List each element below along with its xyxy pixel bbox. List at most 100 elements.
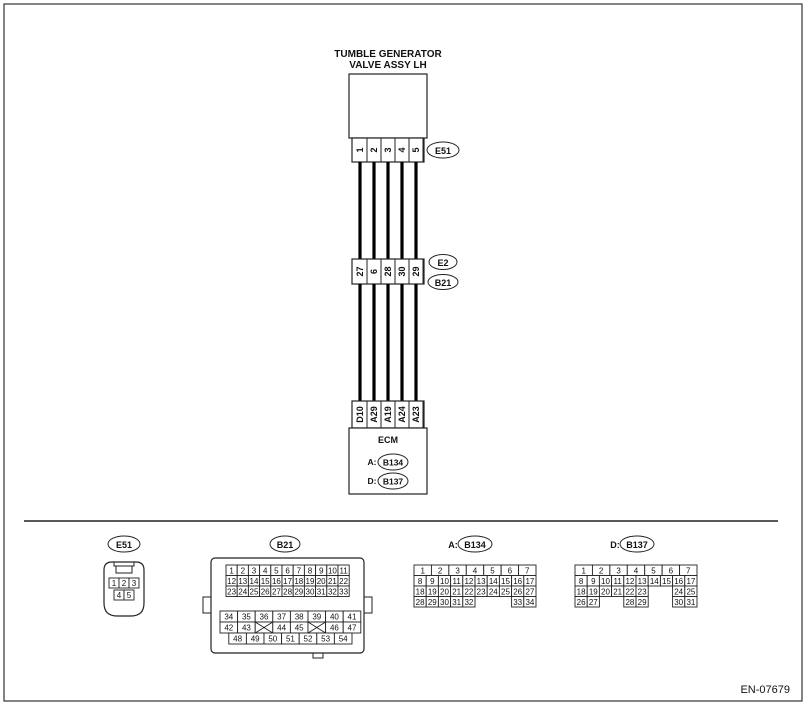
b137-pins-pin-4: 4 [634,566,639,575]
b21-pin-42: 42 [224,624,233,633]
b137-pins-pin-25: 25 [686,587,695,596]
b21-blank-x [254,621,274,634]
b134-callout-label: B134 [383,458,404,468]
b21-pin-36: 36 [260,613,269,622]
b137-pins-pin-3: 3 [616,566,621,575]
b134-pins-pin-11: 11 [453,577,462,586]
b21-cell [333,632,353,645]
b137-pins-pin-14: 14 [650,577,659,586]
b134-pins-cell [523,596,537,608]
b134-pins-pin-29: 29 [428,598,437,607]
e2-callout-label: E2 [437,258,448,268]
e51-latch-tab [115,565,133,574]
b137-pins-pin-31: 31 [686,598,695,607]
b134-pins-pin-24: 24 [489,587,498,596]
b137-pins-pin-28: 28 [625,598,634,607]
b137-pins-pin-22: 22 [625,587,634,596]
b134-pins-pin-3: 3 [455,566,460,575]
b134-pins-pin-9: 9 [430,577,435,586]
e51-pin-3: 3 [132,579,137,588]
ecm-pin-A19: A19 [383,406,393,423]
valve-title-line1: TUMBLE GENERATOR [334,49,442,60]
b21-pin-15: 15 [261,577,270,586]
b134-pins-pin-32: 32 [464,598,473,607]
mid-pin-28: 28 [383,266,393,276]
b137-pins-pin-23: 23 [638,587,647,596]
b134-pins-pin-22: 22 [464,587,473,596]
b21-callout [427,274,459,290]
b134-pins-pin-7: 7 [525,566,530,575]
b134-pins-pin-28: 28 [416,598,425,607]
b137-pins-pin-30: 30 [674,598,683,607]
b21-pin-31: 31 [317,587,326,596]
b134-pins-cell [462,596,476,608]
b134-face-callout [457,535,493,553]
e51-cell [123,589,135,601]
b21-pin-30: 30 [306,587,315,596]
b21-left-latch [202,596,212,614]
b21-pin-3: 3 [252,566,257,575]
b137-pins-pin-16: 16 [674,577,683,586]
valve-pin-4: 4 [397,147,407,152]
b21-pin-7: 7 [297,566,302,575]
b137-pins-pin-1: 1 [581,566,586,575]
ecm-conn-d-prefix: D: [368,476,377,486]
b21-blank-x [307,621,326,634]
b137-pins-cell [635,596,649,608]
b21-pin-25: 25 [250,587,259,596]
b137-pins-cell [684,596,698,608]
b134-pins-pin-23: 23 [477,587,486,596]
e51-pin-1: 1 [112,579,117,588]
b21-pin-33: 33 [339,587,348,596]
ecm-pin-D10: D10 [355,406,365,423]
b134-pins-pin-6: 6 [508,566,513,575]
b137-pins-pin-6: 6 [669,566,674,575]
b137-callout [377,472,409,490]
b21-pin-41: 41 [348,613,357,622]
valve-pin-1: 1 [355,147,365,152]
b21-pin-23: 23 [227,587,236,596]
b134-pins-pin-1: 1 [420,566,425,575]
b134-pins-pin-21: 21 [452,587,461,596]
b21-pin-46: 46 [330,624,339,633]
valve-pin-3: 3 [383,147,393,152]
mid-pin-30: 30 [397,266,407,276]
b137-face-callout [619,535,655,553]
e51-cell [128,577,140,589]
e51-pin-4: 4 [117,591,122,600]
ecm-pin-A29: A29 [369,406,379,423]
b21-pin-10: 10 [328,566,337,575]
e51-pin-5: 5 [127,591,132,600]
b134-pins-pin-27: 27 [525,587,534,596]
b137-pins-pin-9: 9 [591,577,596,586]
b21-face-callout [269,535,301,553]
b134-pins-pin-17: 17 [525,577,534,586]
b134-callout [377,453,409,471]
b21-key [312,652,324,659]
b134-pins-pin-18: 18 [416,587,425,596]
b137-callout-label: B137 [383,477,404,487]
b21-pin-1: 1 [229,566,234,575]
e51-pin-2: 2 [122,579,127,588]
e51-callout-label: E51 [435,146,451,156]
b134-pins-pin-5: 5 [490,566,495,575]
b134-pins-pin-13: 13 [477,577,486,586]
b21-pin-40: 40 [330,613,339,622]
b21-pin-11: 11 [339,566,348,575]
b21-pin-29: 29 [294,587,303,596]
b137-pins-pin-12: 12 [625,577,634,586]
b21-pin-18: 18 [294,577,303,586]
b21-pin-8: 8 [308,566,313,575]
b21-pin-39: 39 [312,613,321,622]
b137-pins-pin-5: 5 [651,566,656,575]
e51-callout [426,141,460,159]
b21-pin-35: 35 [242,613,251,622]
b137-pins-pin-10: 10 [601,577,610,586]
b21-pin-51: 51 [286,635,295,644]
